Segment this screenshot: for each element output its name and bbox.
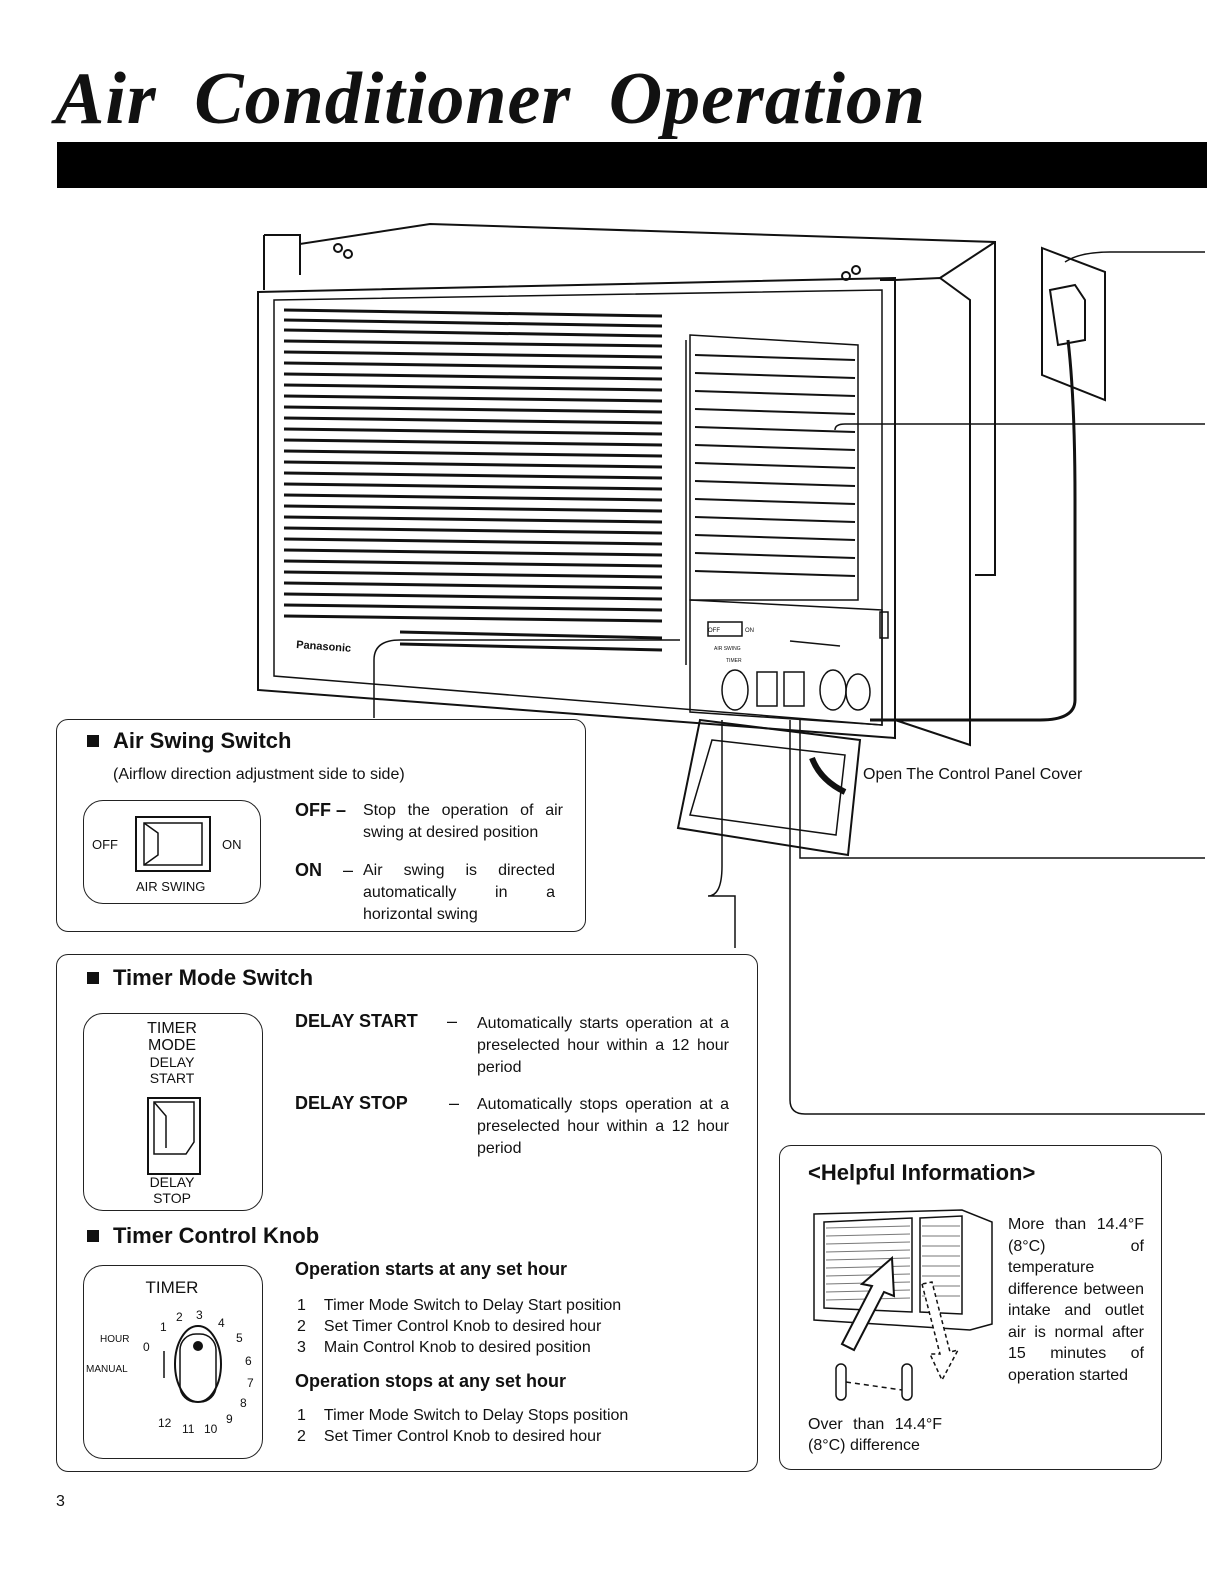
off-term: OFF – [295,800,347,820]
knob-number: 2 [176,1310,183,1324]
on-description: Air swing is directed automatically in a… [363,862,555,923]
timer-mode-heading: Timer Mode Switch [87,965,313,991]
knob-hour-label: HOUR [100,1334,130,1345]
diagram-delay-label-top: DELAY [149,1054,195,1070]
knob-number: 0 [143,1340,150,1354]
delay-start-description: Automatically starts operation at a pres… [477,1015,729,1076]
open-cover-note: Open The Control Panel Cover [863,766,1083,783]
air-swing-switch-diagram: OFF ON AIR SWING [83,800,261,904]
air-swing-subtitle: (Airflow direction adjustment side to si… [113,766,405,783]
diagram-mode-label: MODE [148,1037,196,1054]
knob-number: 12 [158,1416,172,1430]
air-swing-panel: Air Swing Switch (Airflow direction adju… [56,719,586,932]
timer-panel: Timer Mode Switch TIMER MODE DELAY START… [56,954,758,1472]
air-swing-heading: Air Swing Switch [87,728,291,754]
unit-label-off: OFF [708,628,720,634]
delay-stop-term: DELAY STOP [295,1093,408,1113]
knob-manual-label: MANUAL [86,1364,128,1375]
delay-stop-dash: – [449,1093,460,1113]
timer-mode-heading-text: Timer Mode Switch [113,965,314,990]
on-dash: – [343,860,354,880]
operation-stops-heading: Operation stops at any set hour [295,1371,567,1391]
knob-number: 3 [196,1308,203,1322]
knob-number: 10 [204,1422,218,1436]
helpful-info-panel: <Helpful Information> [779,1145,1162,1470]
knob-number: 4 [218,1316,225,1330]
page-title: Air Conditioner Operation [55,58,927,140]
unit-label-timer: TIMER [726,658,742,664]
helpful-body: More than 14.4°F (8°C) of temperature di… [1008,1216,1144,1384]
knob-diagram-title: TIMER [145,1278,199,1297]
timer-mode-switch-diagram: TIMER MODE DELAY START DELAY STOP [83,1013,263,1211]
diagram-stop-label: STOP [153,1190,191,1206]
bullet-icon [87,735,99,747]
knob-number: 11 [182,1422,195,1436]
unit-label-on: ON [745,628,754,634]
knob-number: 9 [226,1412,233,1426]
unit-label-air-swing: AIR SWING [714,646,741,652]
timer-knob-heading-text: Timer Control Knob [113,1223,320,1248]
helpful-caption-line2: (8°C) difference [808,1437,920,1454]
temperature-difference-illustration [813,1209,993,1401]
bullet-icon [87,972,99,984]
diagram-on-label: ON [222,837,242,852]
diagram-delay-label-bottom: DELAY [149,1174,195,1190]
timer-knob-heading: Timer Control Knob [87,1223,319,1249]
helpful-caption-line1: Over than 14.4°F [808,1416,943,1433]
off-description: Stop the operation of air swing at desir… [363,802,563,841]
knob-number: 5 [236,1331,243,1345]
knob-number: 7 [247,1376,254,1390]
delay-start-dash: – [447,1011,458,1031]
rocker-switch-icon [135,816,211,872]
timer-mode-rocker-icon [147,1097,201,1175]
diagram-timer-label: TIMER [147,1020,197,1037]
helpful-heading: <Helpful Information> [808,1160,1036,1185]
knob-number: 1 [160,1320,167,1334]
air-swing-heading-text: Air Swing Switch [113,728,292,753]
title-bar [57,142,1207,188]
timer-knob-diagram: TIMER HOUR MANUAL 0 1 2 3 4 5 6 7 8 9 10… [83,1265,263,1459]
bullet-icon [87,1230,99,1242]
brand-label: Panasonic [296,639,352,655]
diagram-off-label: OFF [92,837,118,852]
diagram-caption: AIR SWING [136,879,206,894]
on-term: ON [295,860,322,880]
operation-starts-heading: Operation starts at any set hour [295,1259,568,1279]
timer-knob-icon [163,1325,222,1403]
diagram-start-label: START [149,1070,195,1086]
delay-stop-description: Automatically stops operation at a prese… [477,1096,729,1157]
helpful-caption: Over than 14.4°F (8°C) difference [808,1414,942,1456]
knob-number: 8 [240,1396,247,1410]
delay-start-term: DELAY START [295,1011,418,1031]
page-number: 3 [56,1493,65,1510]
knob-number: 6 [245,1354,252,1368]
